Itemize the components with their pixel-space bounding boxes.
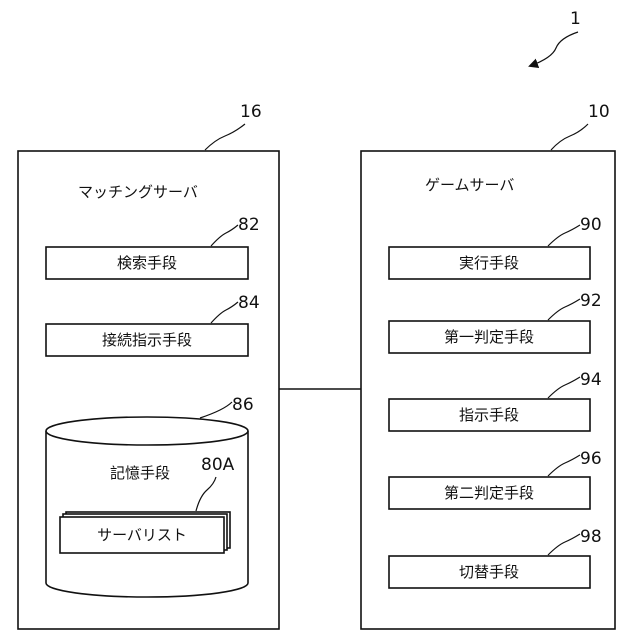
matching-server-ref: 16 (240, 102, 262, 122)
switching-means-label: 切替手段 (459, 563, 519, 581)
server-list-ref: 80A (201, 455, 235, 475)
matching-server-title: マッチングサーバ (78, 183, 198, 201)
game-server-leader (551, 124, 588, 150)
figure-ref-label: 1 (570, 9, 581, 29)
first-judgment-means-label: 第一判定手段 (444, 328, 534, 346)
figure-ref-arrow (530, 32, 578, 66)
instruction-means-ref: 94 (580, 370, 602, 390)
game-server-ref: 10 (588, 102, 610, 122)
storage-cylinder (46, 417, 248, 597)
storage-label: 記憶手段 (110, 464, 170, 482)
execution-means-ref: 90 (580, 215, 602, 235)
instruction-means-label: 指示手段 (459, 406, 519, 424)
matching-server-leader (205, 124, 245, 150)
connect-instruct-means-ref: 84 (238, 293, 260, 313)
connect-instruct-means-label: 接続指示手段 (102, 331, 192, 349)
game-server: 10 ゲームサーバ 実行手段 90 第一判定手段 92 指示手段 94 第二判定… (361, 102, 615, 629)
server-list-label: サーバリスト (97, 526, 187, 544)
search-means-ref: 82 (238, 215, 260, 235)
second-judgment-means-label: 第二判定手段 (444, 484, 534, 502)
game-server-title: ゲームサーバ (425, 176, 514, 194)
switching-means-ref: 98 (580, 527, 602, 547)
search-means-label: 検索手段 (117, 254, 177, 272)
matching-server: 16 マッチングサーバ 検索手段 82 接続指示手段 84 86 記憶手段 サー… (18, 102, 279, 629)
second-judgment-means-ref: 96 (580, 449, 602, 469)
execution-means-label: 実行手段 (459, 254, 519, 272)
storage-ref: 86 (232, 395, 254, 415)
storage-cylinder-top (46, 417, 248, 445)
first-judgment-means-ref: 92 (580, 291, 602, 311)
